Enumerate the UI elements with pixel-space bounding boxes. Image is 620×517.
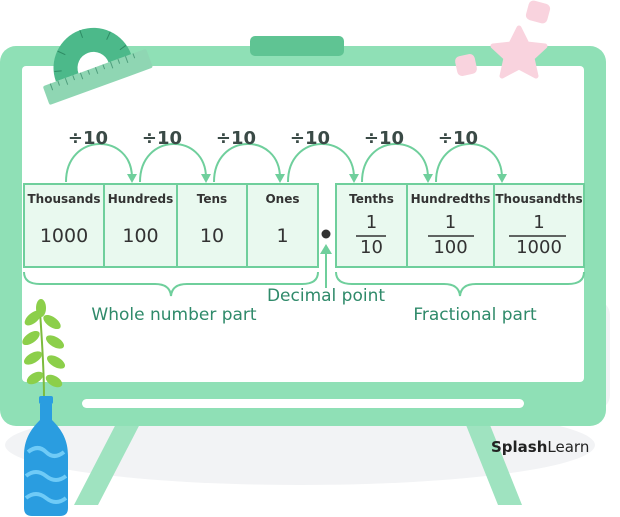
decimal-point-dot [321, 229, 331, 239]
tenths-denominator: 10 [360, 237, 383, 258]
logo-bold-text: Splash [491, 438, 548, 456]
place-value-tens: 10 [199, 225, 225, 247]
fraction-table [335, 183, 585, 268]
fractional-part-label: Fractional part [413, 305, 537, 325]
place-header-ones: Ones [265, 192, 300, 206]
hundredths-denominator: 100 [433, 237, 468, 258]
whole-table [23, 183, 319, 268]
place-header-tens: Tens [196, 192, 228, 206]
divide-arrows [65, 143, 503, 183]
board-tray [82, 399, 524, 408]
tenths-numerator: 1 [365, 212, 378, 233]
place-value-ones: 1 [276, 225, 289, 247]
divide-label: ÷10 [289, 128, 331, 149]
hundredths-numerator: 1 [444, 212, 457, 233]
place-value-thousands: 1000 [39, 225, 89, 247]
arrowheads [127, 174, 507, 183]
place-value-hundreds: 100 [122, 225, 159, 247]
easel-leg-right [464, 420, 522, 505]
divide-label: ÷10 [141, 128, 183, 149]
decimal-point-arrowhead [320, 244, 332, 254]
plant-icon [22, 299, 66, 399]
protractor-icon [43, 27, 153, 105]
whole-number-brace [23, 271, 319, 297]
splashlearn-logo: SplashLearn [491, 438, 589, 456]
thousandths-numerator: 1 [533, 212, 545, 233]
thousandths-denominator: 1000 [516, 237, 562, 258]
decimal-point-label: Decimal point [266, 286, 386, 306]
board-handle [250, 36, 344, 56]
place-header-hundreds: Hundreds [107, 192, 174, 206]
divide-label: ÷10 [363, 128, 405, 149]
star-decoration-icon [455, 0, 551, 79]
divide-label: ÷10 [437, 128, 479, 149]
place-header-thousands: Thousands [27, 192, 101, 206]
place-header-tenths: Tenths [349, 192, 394, 206]
logo-light-text: Learn [547, 438, 590, 456]
whole-number-part-label: Whole number part [91, 305, 257, 325]
fractional-brace [335, 271, 585, 297]
easel-leg-left [74, 420, 142, 505]
place-header-thousandths: Thousandths [495, 192, 583, 206]
divide-label: ÷10 [215, 128, 257, 149]
place-header-hundredths: Hundredths [410, 192, 491, 206]
divide-label: ÷10 [67, 128, 109, 149]
bottle-vase-icon [24, 396, 68, 516]
